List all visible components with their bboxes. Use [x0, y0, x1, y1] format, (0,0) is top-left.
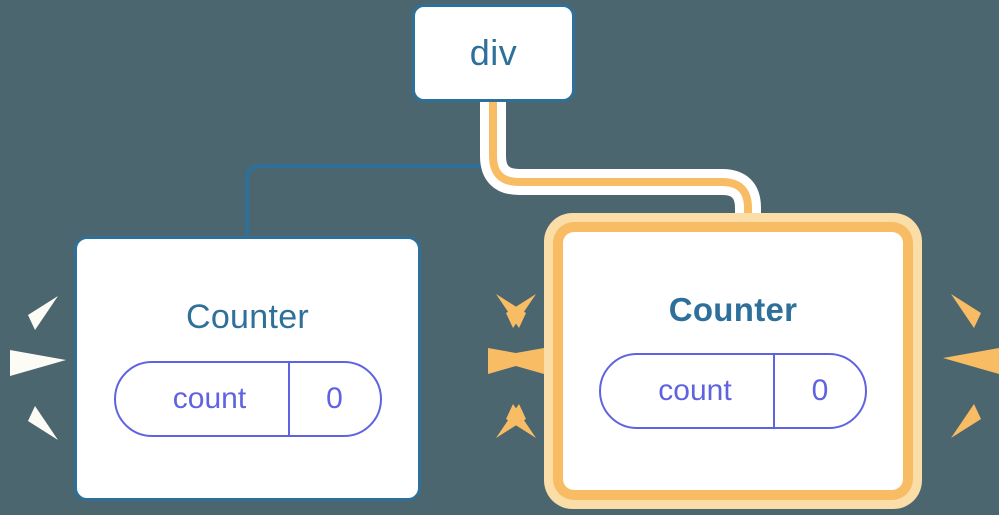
- spark-middle-icon: [488, 348, 544, 374]
- node-div-label: div: [469, 32, 518, 73]
- spark-lower-icon: [506, 404, 536, 438]
- spark-upper-icon: [951, 294, 981, 328]
- spark-middle-icon: [10, 350, 66, 376]
- prop-pill-count-right: count 0: [599, 353, 867, 429]
- node-counter-right-label: Counter: [668, 291, 798, 328]
- node-counter-left-label: Counter: [185, 298, 310, 336]
- spark-upper-icon: [506, 294, 536, 328]
- spark-lower-icon: [951, 404, 981, 438]
- prop-key-label: count: [658, 374, 732, 407]
- edge-div-to-counter-left: [245, 102, 495, 238]
- spark-burst-right-outer: [939, 286, 999, 446]
- spark-middle-icon: [943, 348, 999, 374]
- prop-value-label: 0: [773, 355, 865, 427]
- prop-pill-count-left: count 0: [113, 361, 382, 437]
- edge-div-to-counter-right-halo: [480, 102, 761, 236]
- node-counter-left[interactable]: Counter count 0: [74, 236, 421, 501]
- prop-value-label: 0: [287, 363, 380, 435]
- edge-div-to-counter-right: [489, 102, 752, 236]
- spark-upper-icon: [28, 296, 58, 330]
- node-counter-right[interactable]: Counter count 0: [563, 232, 903, 490]
- node-div[interactable]: div: [412, 4, 575, 102]
- spark-lower-icon: [28, 406, 58, 440]
- spark-burst-right-inner: [488, 286, 548, 446]
- prop-key-label: count: [172, 382, 247, 415]
- spark-burst-left-outer: [10, 288, 70, 448]
